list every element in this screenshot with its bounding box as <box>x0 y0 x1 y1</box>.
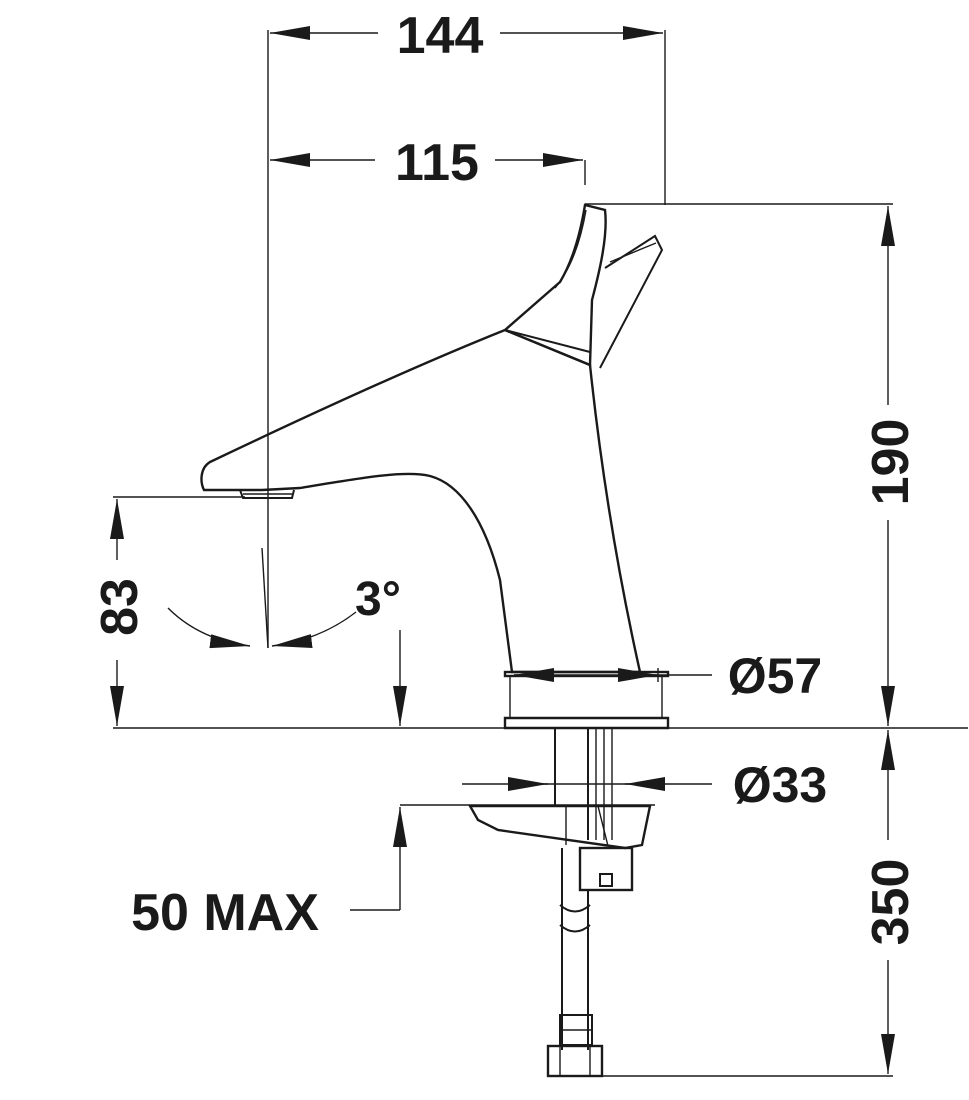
dimension-label-50max: 50 MAX <box>131 884 319 942</box>
dimension-label-190: 190 <box>862 419 920 506</box>
dimension-height-total: 190 <box>862 206 920 726</box>
dimension-shank-diameter: Ø33 <box>462 757 827 813</box>
dimension-label-350: 350 <box>862 859 920 946</box>
dimension-angle: 3° <box>167 547 401 649</box>
dimension-label-83: 83 <box>91 578 149 636</box>
dimension-label-d33: Ø33 <box>733 757 828 813</box>
dimension-label-115: 115 <box>395 134 479 192</box>
angle-label: 3° <box>355 573 401 626</box>
dimension-label-144: 144 <box>397 7 484 65</box>
dimension-spout-height: 83 <box>91 499 149 726</box>
dimension-hose-length: 350 <box>862 730 920 1074</box>
dimension-width-overall: 144 <box>270 7 663 65</box>
faucet-body <box>200 203 670 730</box>
dimension-width-spout: 115 <box>270 134 583 192</box>
dimension-max-thickness: 50 MAX <box>131 630 407 942</box>
mounting-assembly <box>467 728 652 1078</box>
dimension-label-d57: Ø57 <box>728 648 823 704</box>
